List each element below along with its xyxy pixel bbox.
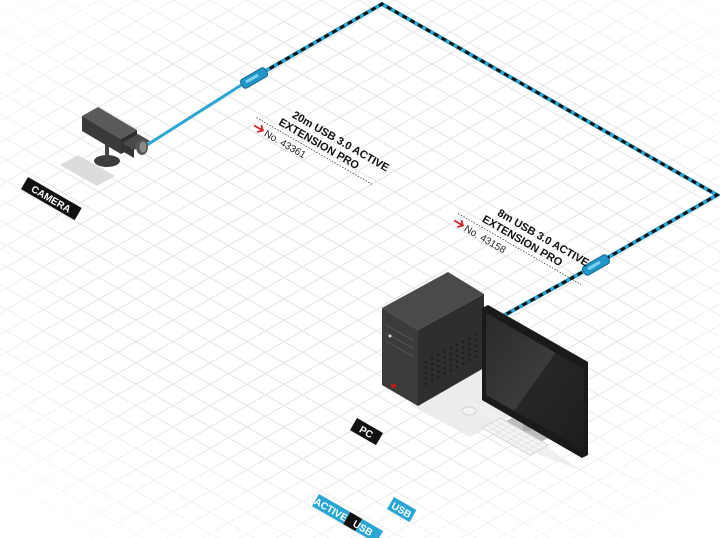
camera-body-top: [82, 107, 137, 139]
cable-1-leader-line: [256, 117, 373, 185]
pc-tower-side: [418, 294, 484, 406]
camera-body-side: [82, 116, 121, 154]
cable-camera-segment: [146, 80, 247, 147]
cable-2-leader-line: [457, 213, 582, 285]
power-button: [391, 384, 396, 388]
monitor-screen: [486, 313, 584, 450]
pc-tower-top: [382, 272, 484, 330]
power-led: [388, 334, 392, 338]
arrow-right-icon: [453, 219, 464, 228]
usb-connector-1: [239, 67, 269, 89]
cable-extension-path: [261, 1, 720, 324]
keyboard: [480, 417, 550, 456]
camera-shadow: [60, 155, 115, 186]
camera-stand-pole: [105, 138, 109, 161]
usb-connector-2: [581, 254, 611, 276]
mouse: [461, 406, 477, 416]
pc-vent: [424, 333, 477, 386]
camera-device: [60, 107, 150, 186]
arrow-right-icon: [253, 124, 264, 133]
pc-tower-front: [382, 308, 418, 406]
